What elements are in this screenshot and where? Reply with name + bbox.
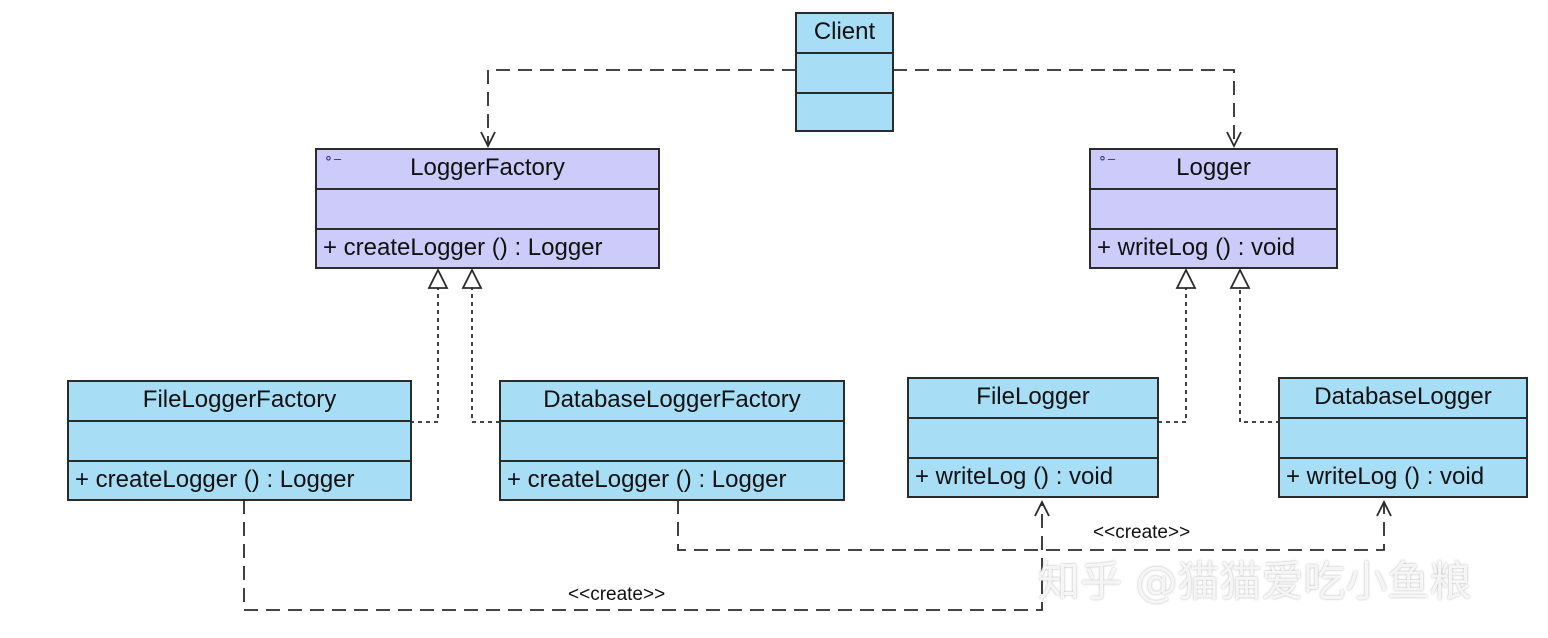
class-logger[interactable]: ⚬– Logger + writeLog () : void: [1089, 148, 1338, 269]
interface-icon: ⚬–: [323, 151, 342, 166]
realization-databaselogger: [1239, 288, 1280, 423]
class-databaseloggerfactory-attributes: [501, 422, 843, 462]
class-databaselogger-method: + writeLog () : void: [1286, 463, 1485, 490]
watermark: 知乎 @猫猫爱吃小鱼粮: [1038, 557, 1472, 606]
class-filelogger[interactable]: FileLogger + writeLog () : void: [907, 377, 1159, 498]
class-loggerfactory-name: LoggerFactory: [410, 154, 565, 181]
realization-filelogger: [1158, 288, 1187, 423]
class-fileloggerfactory-attributes: [69, 422, 410, 462]
class-filelogger-attributes: [909, 419, 1157, 459]
class-fileloggerfactory[interactable]: FileLoggerFactory + createLogger () : Lo…: [67, 380, 412, 501]
create-filelogger: [243, 500, 1043, 611]
create-databaselogger: [677, 500, 1385, 551]
class-filelogger-method: + writeLog () : void: [915, 463, 1114, 490]
class-fileloggerfactory-method: + createLogger () : Logger: [75, 466, 355, 493]
class-logger-method: + writeLog () : void: [1097, 234, 1296, 261]
class-client-methods: [797, 94, 892, 130]
realization-databaseloggerfactory: [471, 288, 500, 423]
class-client-attributes: [797, 54, 892, 94]
class-databaselogger[interactable]: DatabaseLogger + writeLog () : void: [1278, 377, 1528, 498]
class-logger-attributes: [1091, 190, 1336, 230]
class-databaseloggerfactory-name: DatabaseLoggerFactory: [501, 382, 843, 422]
class-client[interactable]: Client: [795, 12, 894, 132]
class-loggerfactory-method: + createLogger () : Logger: [323, 234, 603, 261]
class-databaselogger-attributes: [1280, 419, 1526, 459]
class-logger-name: Logger: [1176, 154, 1251, 181]
class-fileloggerfactory-name: FileLoggerFactory: [69, 382, 410, 422]
realization-fileloggerfactory: [410, 288, 439, 423]
class-filelogger-name: FileLogger: [909, 379, 1157, 419]
interface-icon: ⚬–: [1097, 151, 1116, 166]
class-loggerfactory-attributes: [317, 190, 658, 230]
class-databaseloggerfactory[interactable]: DatabaseLoggerFactory + createLogger () …: [499, 380, 845, 501]
class-databaseloggerfactory-method: + createLogger () : Logger: [507, 466, 787, 493]
class-databaselogger-name: DatabaseLogger: [1280, 379, 1526, 419]
dependency-client-logger: [893, 69, 1235, 146]
class-client-name: Client: [797, 14, 892, 54]
dependency-client-loggerfactory: [487, 69, 796, 146]
class-loggerfactory[interactable]: ⚬– LoggerFactory + createLogger () : Log…: [315, 148, 660, 269]
create-label-databaselogger: <<create>>: [1093, 522, 1191, 543]
create-label-filelogger: <<create>>: [568, 584, 666, 605]
